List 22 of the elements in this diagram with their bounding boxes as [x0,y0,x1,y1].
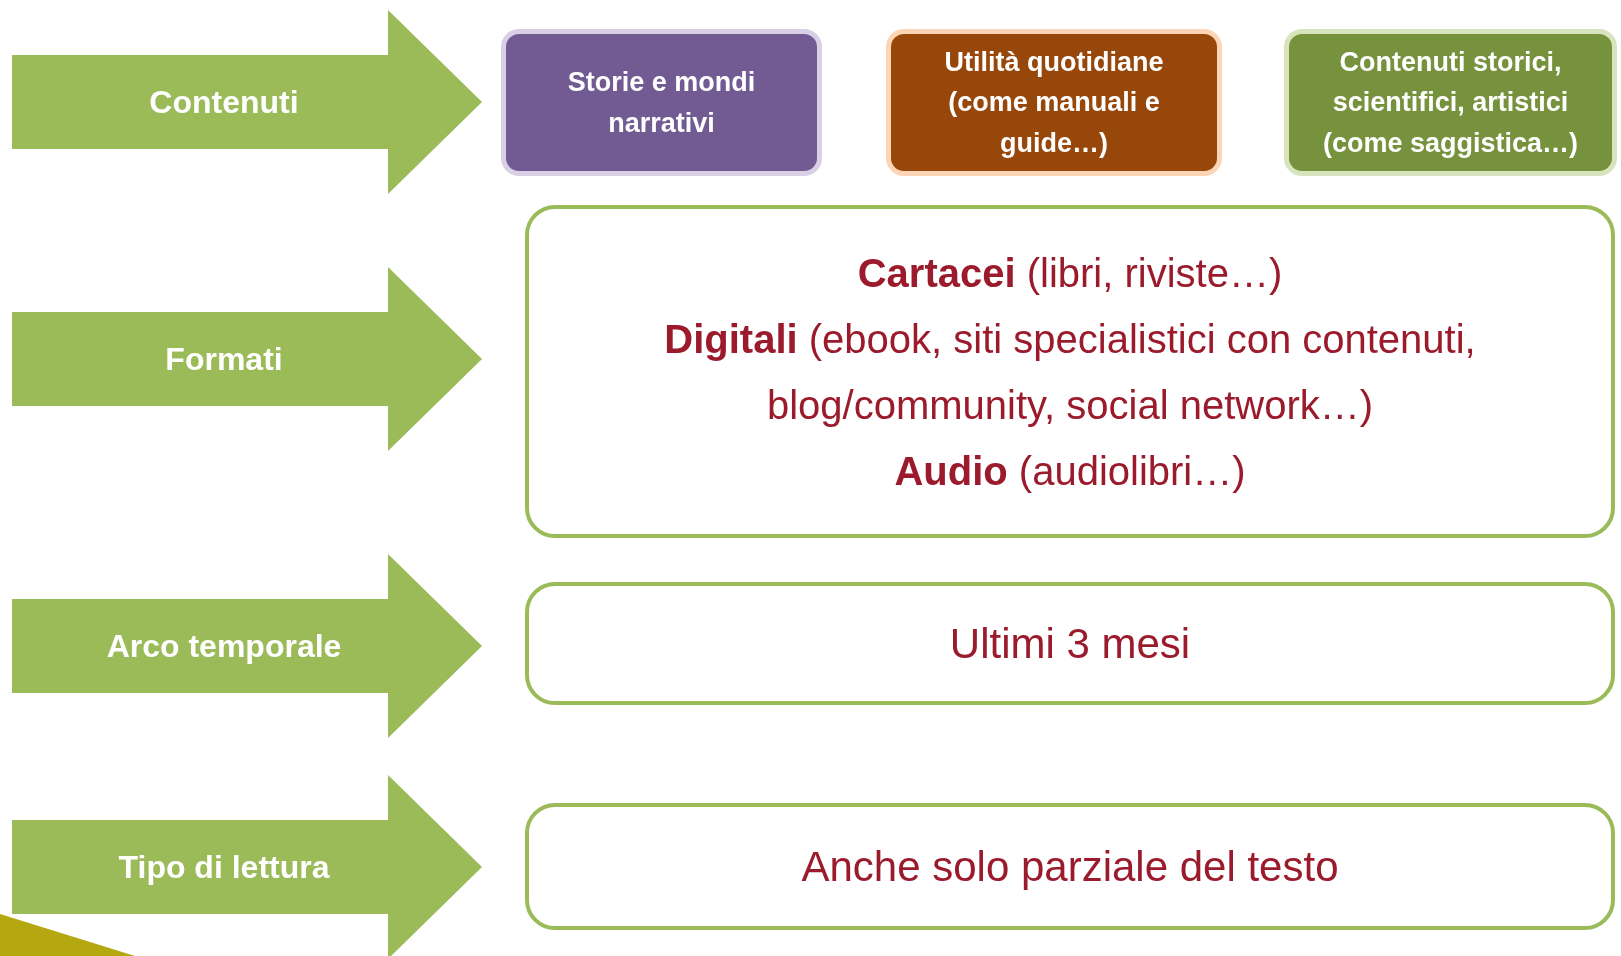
arrow-label: Tipo di lettura [118,848,330,886]
arrow-label: Arco temporale [106,627,342,665]
box-text: Ultimi 3 mesi [949,618,1191,669]
category-box [886,29,1222,176]
category-box [1284,29,1617,176]
box-text: Utilità quotidiane (come manuali e guide…) [943,45,1165,160]
content-box [525,205,1615,538]
box-text: Anche solo parziale del testo [801,841,1339,892]
box-text: Audio (audiolibri…) [894,447,1246,495]
box-text: Digitali (ebook, siti specialistici con contenuti, blog/community, social network…) [663,315,1477,429]
box-text: Cartacei (libri, riviste…) [857,249,1283,297]
pointer-banner [12,775,482,956]
content-box [525,582,1615,705]
content-box [525,803,1615,930]
box-text: Contenuti storici, scientifici, artistici (come saggistica…) [1321,45,1580,160]
pointer-banner [12,267,482,451]
category-box [501,29,822,176]
pointer-banner [12,10,482,194]
box-text: Storie e mondi narrativi [566,66,757,140]
pointer-banner [12,554,482,738]
arrow-label: Contenuti [149,83,299,121]
arrow-label: Formati [165,340,283,378]
